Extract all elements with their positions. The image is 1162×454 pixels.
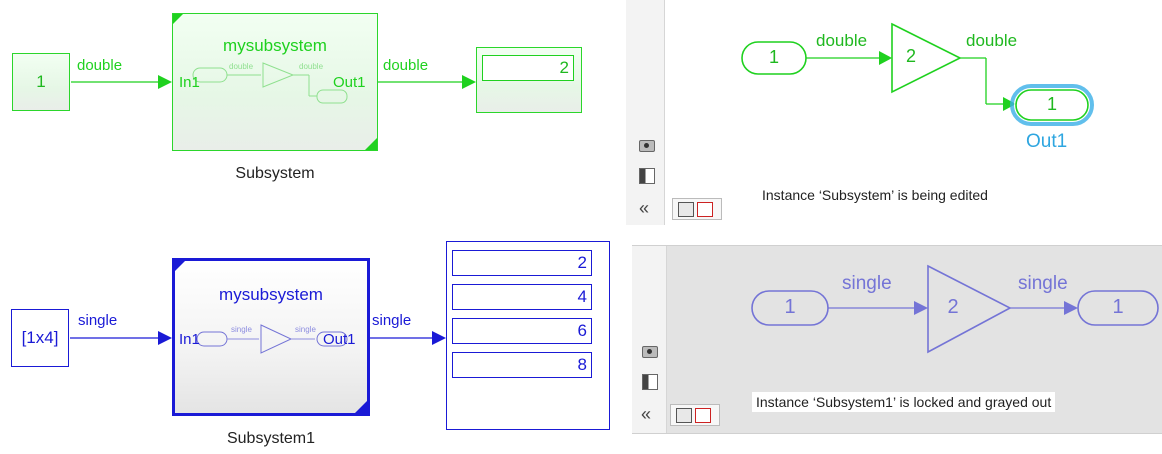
- signal-icon[interactable]: [697, 202, 713, 217]
- navigation-icons[interactable]: [672, 198, 722, 220]
- display-block[interactable]: 2: [476, 47, 582, 113]
- inner-type-out: double: [299, 62, 324, 71]
- port-in-label: In1: [179, 74, 200, 91]
- subsystem-block[interactable]: mysubsystem In1 Out1 double double: [172, 13, 378, 151]
- arrowhead-icon: [158, 331, 172, 345]
- constant-value: 1: [36, 72, 46, 91]
- navigation-icons[interactable]: [670, 404, 720, 426]
- inner-type-in: double: [229, 62, 254, 71]
- port-out-label: Out1: [323, 331, 356, 348]
- subsystem-internals: [175, 261, 367, 413]
- subsystem-title: mysubsystem: [219, 285, 323, 304]
- signal-type-out: single: [1018, 273, 1068, 294]
- status-message: Instance ‘Subsystem1’ is locked and gray…: [752, 392, 1056, 412]
- inport-value: 1: [768, 47, 779, 67]
- signal-type-in: single: [78, 312, 118, 329]
- signal-type-out: double: [383, 57, 429, 74]
- subsystem-name: Subsystem1: [226, 430, 316, 447]
- inport-value: 1: [784, 296, 796, 318]
- display-value: 4: [452, 284, 592, 310]
- display-block[interactable]: 2 4 6 8: [446, 241, 610, 430]
- subsystem-name: Subsystem: [235, 165, 315, 182]
- subsystem-internals: [173, 14, 377, 150]
- collapse-icon[interactable]: «: [641, 404, 652, 424]
- constant-block[interactable]: [1x4]: [11, 309, 69, 367]
- camera-icon[interactable]: [639, 140, 655, 152]
- display-value: 8: [452, 352, 592, 378]
- outport-shape: [1077, 290, 1159, 326]
- display-value: 6: [452, 318, 592, 344]
- display-value: 2: [452, 250, 592, 276]
- gain-shape: [927, 264, 1012, 354]
- port-in-label: In1: [179, 331, 200, 348]
- arrowhead-icon: [432, 331, 446, 345]
- model-browser-icon[interactable]: [639, 168, 655, 184]
- top-editor-panel: « 1 double 2 double 1 Out1 Instance ‘Sub…: [626, 0, 1162, 225]
- signal-type-in: double: [77, 57, 123, 74]
- inner-type-in: single: [231, 325, 252, 334]
- outport-shape: [1015, 89, 1089, 121]
- subsystem-block[interactable]: mysubsystem In1 Out1 single single: [172, 258, 370, 416]
- signal-type-out: single: [372, 312, 412, 329]
- signal-type-in: double: [816, 31, 868, 50]
- port-out-label: Out1: [333, 74, 366, 91]
- status-message: Instance ‘Subsystem’ is being edited: [762, 187, 988, 203]
- arrowhead-icon: [462, 75, 476, 89]
- signal-icon[interactable]: [695, 408, 711, 423]
- hierarchy-icon[interactable]: [676, 408, 692, 423]
- model-browser-icon[interactable]: [642, 374, 658, 390]
- bottom-editor-signals: [751, 264, 1159, 354]
- inner-type-out: single: [295, 325, 316, 334]
- camera-icon[interactable]: [642, 346, 658, 358]
- outport-value: 1: [1112, 296, 1124, 318]
- gain-value: 2: [947, 296, 959, 318]
- editor-toolstrip: «: [626, 0, 665, 225]
- collapse-icon[interactable]: «: [639, 198, 650, 218]
- editor-toolstrip: «: [632, 246, 667, 433]
- bottom-editor-panel: « 1 single 2 single 1 Instance ‘Subsyste…: [632, 245, 1162, 434]
- gain-value: 2: [905, 46, 916, 66]
- constant-value: [1x4]: [21, 328, 59, 347]
- signal-type-out: double: [966, 31, 1018, 50]
- outport-value: 1: [1046, 94, 1057, 114]
- top-editor-signals: [741, 22, 1094, 126]
- outport-name: Out1: [1026, 131, 1068, 152]
- display-value: 2: [482, 55, 574, 81]
- arrowhead-icon: [158, 75, 172, 89]
- signal-type-in: single: [842, 273, 892, 294]
- subsystem-title: mysubsystem: [223, 36, 327, 55]
- constant-block[interactable]: 1: [12, 53, 70, 111]
- gain-shape: [891, 22, 962, 94]
- hierarchy-icon[interactable]: [678, 202, 694, 217]
